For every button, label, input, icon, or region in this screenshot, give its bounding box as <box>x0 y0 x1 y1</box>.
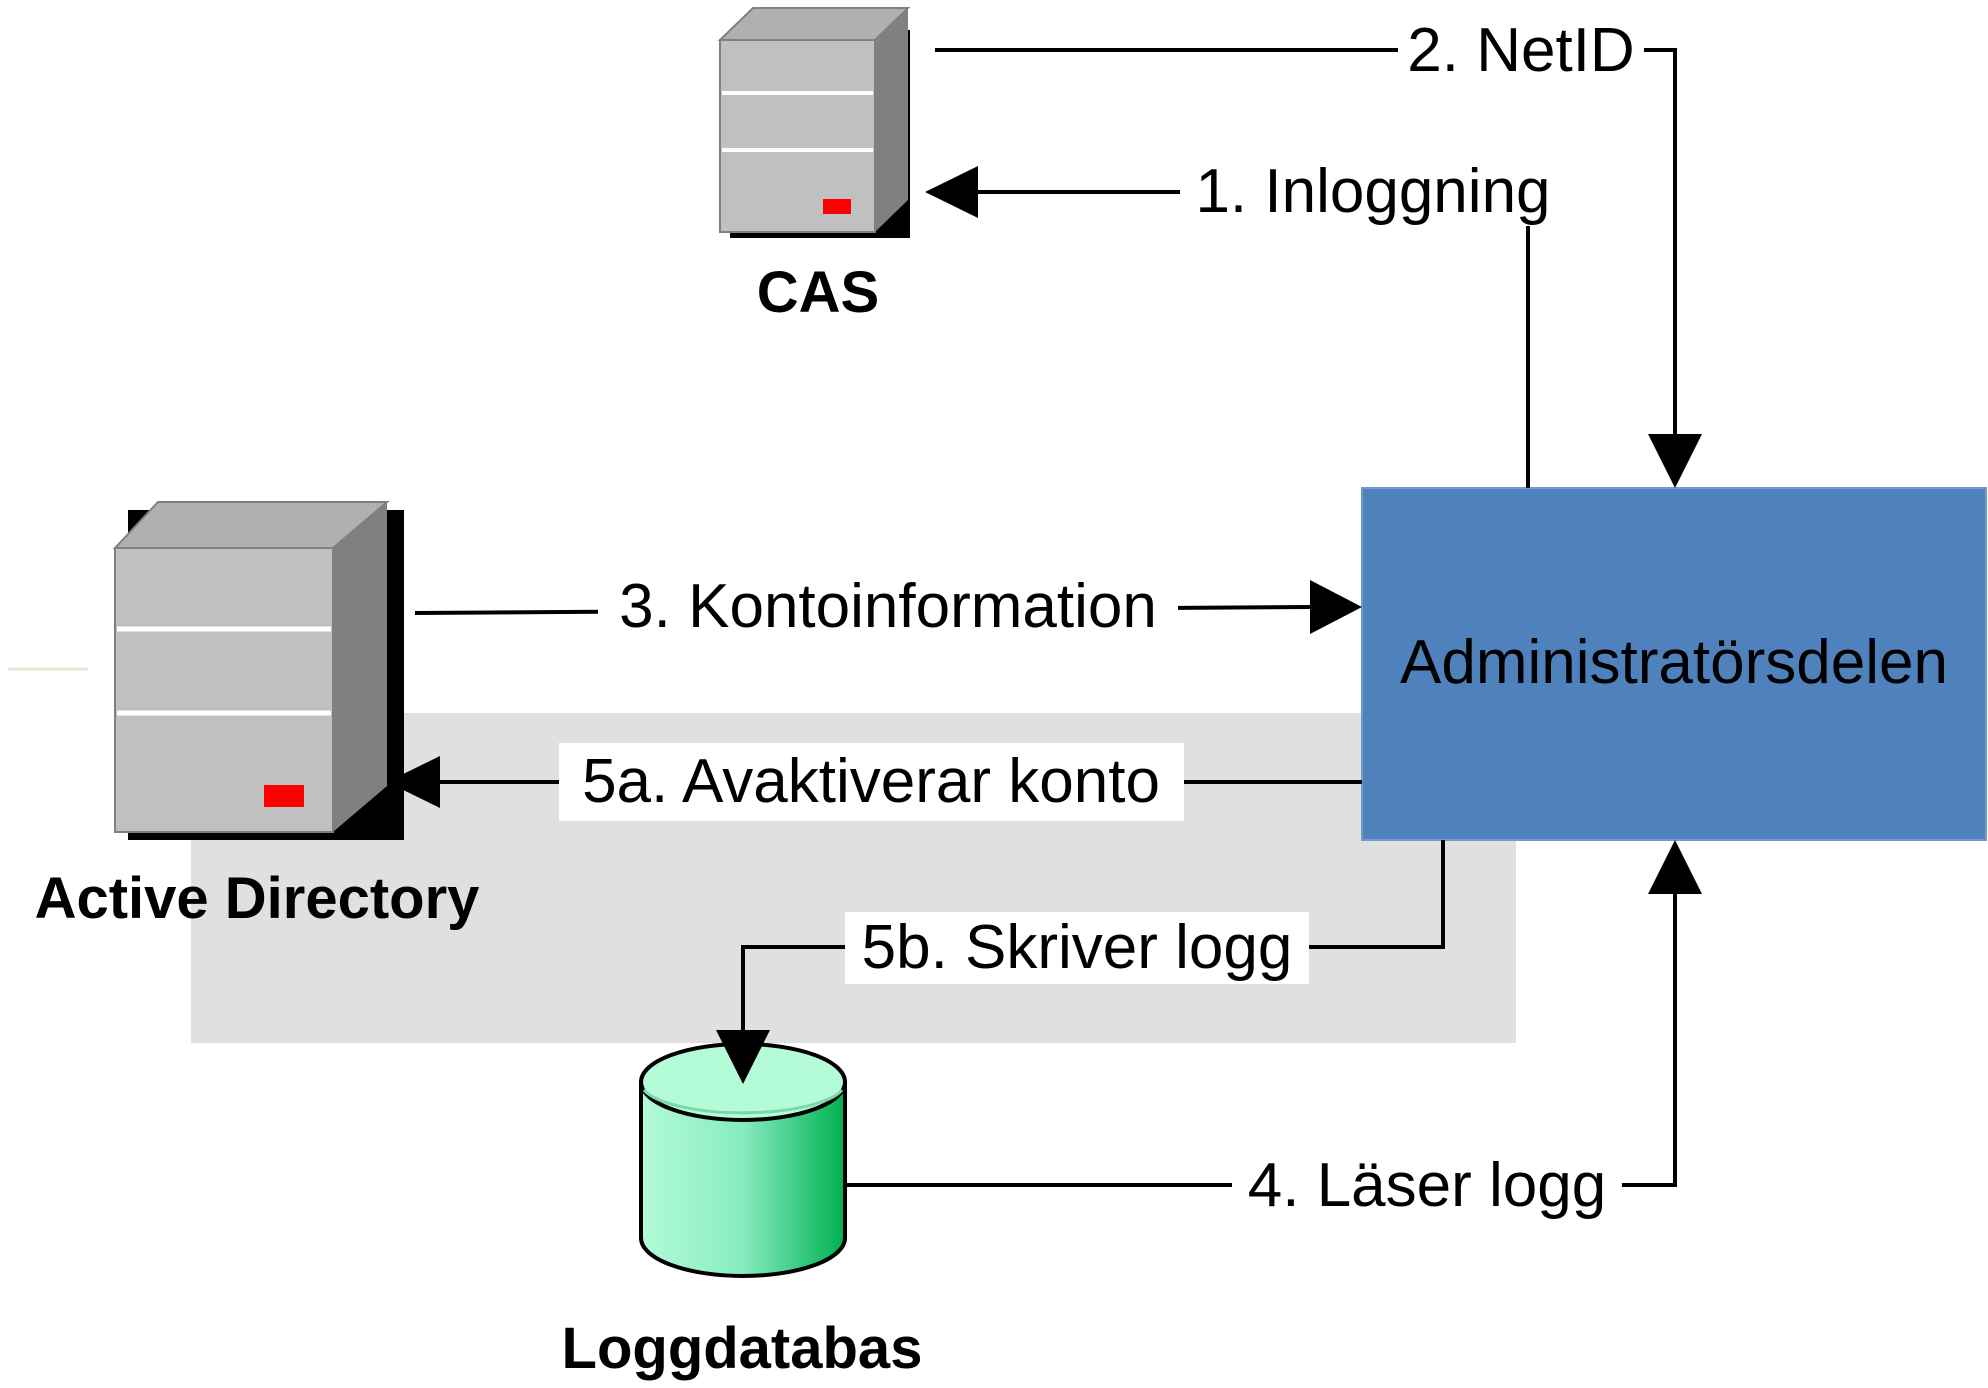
active-directory-server-icon <box>112 501 404 840</box>
admin-label: Administratörsdelen <box>1400 628 1948 697</box>
edge-label-laser-logg: 4. Läser logg <box>1248 1151 1606 1220</box>
loggdatabas-label: Loggdatabas <box>562 1316 923 1381</box>
arrowhead-netid <box>1648 434 1702 488</box>
edge-label-netid: 2. NetID <box>1407 16 1634 85</box>
admin-box <box>1361 487 1987 841</box>
arrowhead-skriver-logg <box>716 1030 770 1084</box>
edge-laser-logg <box>845 840 1702 1187</box>
active-directory-label: Active Directory <box>35 866 480 931</box>
arrowhead-kontoinformation <box>1310 580 1362 634</box>
label-bg-skriver-logg <box>845 912 1309 984</box>
edge-label-skriver-logg: 5b. Skriver logg <box>862 913 1293 982</box>
arrowhead-inloggning <box>925 166 978 218</box>
edge-label-inloggning: 1. Inloggning <box>1195 157 1550 226</box>
arrowhead-avaktiverar-konto <box>387 756 440 808</box>
edge-label-avaktiverar-konto: 5a. Avaktiverar konto <box>582 747 1160 816</box>
edge-label-kontoinformation: 3. Kontoinformation <box>619 572 1157 641</box>
cas-label: CAS <box>757 260 879 325</box>
label-bg-inloggning <box>1180 156 1566 226</box>
edge-netid <box>935 48 1702 488</box>
arrowhead-laser-logg <box>1648 840 1702 894</box>
cas-server-icon <box>717 7 911 238</box>
label-bg-netid <box>1398 14 1644 84</box>
label-bg-kontoinformation <box>598 571 1178 641</box>
label-bg-avaktiverar-konto <box>559 743 1184 821</box>
label-bg-laser-logg <box>1232 1150 1622 1220</box>
